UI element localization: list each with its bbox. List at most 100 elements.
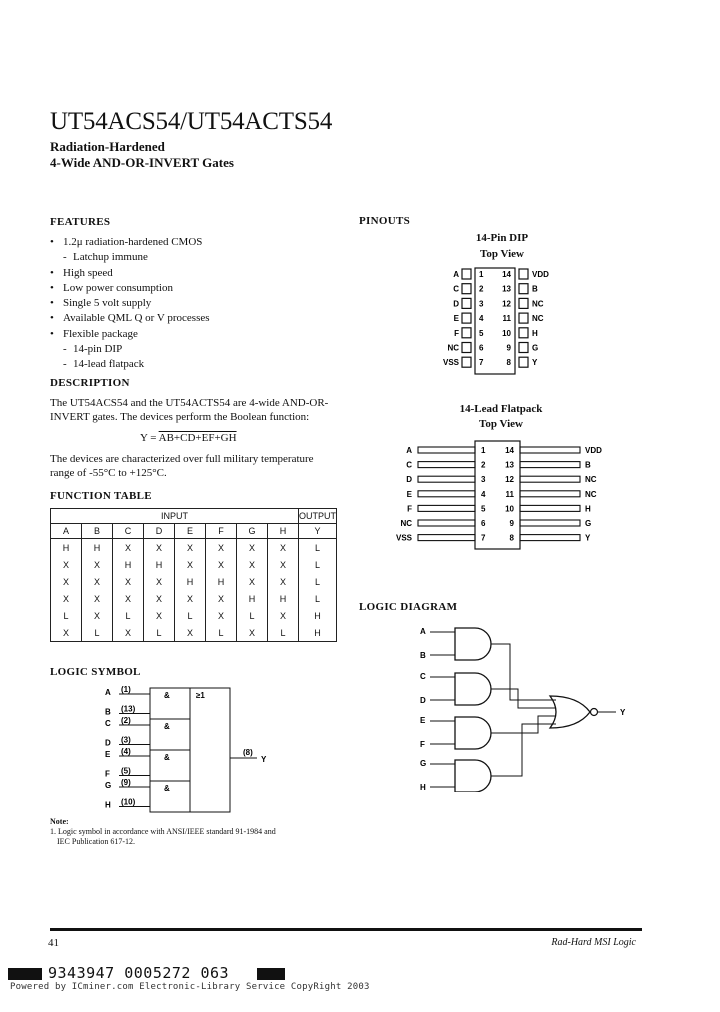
- flatpack-left-num: 5: [481, 504, 486, 513]
- column-header: A: [50, 523, 82, 539]
- dip-pin-left: [461, 283, 472, 295]
- input-name-label: H: [105, 801, 111, 810]
- flatpack-right-name: H: [585, 504, 591, 513]
- logic-symbol-diagram: A(1)B(13)C(2)D(3)E(4)F(5)G(9)H(10)&&&&≥1…: [105, 685, 267, 813]
- page-title: UT54ACS54/UT54ACTS54: [50, 108, 333, 135]
- dash-icon: -: [63, 358, 67, 371]
- flatpack-right-name: VDD: [585, 446, 602, 455]
- flatpack-right-num: 8: [510, 534, 515, 543]
- note-heading: Note:: [50, 817, 69, 826]
- table-cell: X: [81, 607, 113, 624]
- input-name-label: G: [105, 781, 111, 790]
- dip-left-num: 5: [479, 329, 484, 338]
- dip-pin-right: [518, 327, 529, 339]
- barcode-block-right: [257, 968, 285, 980]
- table-cell: H: [81, 538, 113, 556]
- input-name-label: E: [105, 750, 111, 759]
- diagram-input-name: G: [420, 759, 426, 768]
- dip-right-name: Y: [532, 358, 538, 367]
- table-cell: L: [298, 538, 337, 556]
- flatpack-left-num: 1: [481, 446, 486, 455]
- dip-pin-left: [461, 327, 472, 339]
- flatpack-lead-right: [519, 446, 581, 454]
- bullet-icon: •: [50, 236, 54, 248]
- dip-right-num: 10: [502, 329, 511, 338]
- and-gate: [454, 759, 492, 792]
- input-pin-label: (1): [121, 685, 131, 694]
- table-cell: X: [267, 607, 299, 624]
- feature-item: •Low power consumption: [50, 281, 340, 296]
- output-pin-label: (8): [243, 748, 253, 757]
- gate-interconnect: [491, 723, 556, 777]
- and-label: &: [164, 722, 170, 731]
- flatpack-right-name: NC: [585, 475, 597, 484]
- dash-icon: -: [63, 343, 67, 356]
- feature-item: •1.2μ radiation-hardened CMOS: [50, 235, 340, 250]
- barcode-text: 9343947 0005272 063: [48, 964, 230, 982]
- flatpack-title: 14-Lead Flatpack: [459, 403, 543, 415]
- table-cell: L: [205, 624, 237, 642]
- dip-pin-right: [518, 312, 529, 324]
- dip-left-num: 7: [479, 358, 484, 367]
- table-cell: X: [81, 573, 113, 590]
- flatpack-left-name: C: [406, 461, 412, 470]
- table-cell: X: [143, 590, 175, 607]
- dip-pin-right: [518, 356, 529, 368]
- footer-section-label: Rad-Hard MSI Logic: [551, 937, 636, 948]
- table-cell: X: [267, 573, 299, 590]
- table-cell: X: [112, 590, 144, 607]
- flatpack-lead-left: [417, 475, 476, 483]
- dip-body: [474, 267, 516, 375]
- footer-rule: [50, 928, 642, 931]
- diagram-input-name: H: [420, 783, 426, 792]
- table-cell: H: [298, 624, 337, 642]
- table-cell: X: [174, 624, 206, 642]
- and-label: &: [164, 691, 170, 700]
- input-pin-label: (9): [121, 778, 131, 787]
- flatpack-left-name: F: [407, 504, 412, 513]
- dip-right-name: B: [532, 285, 538, 294]
- dip-pin-right: [518, 297, 529, 310]
- and-cell: [149, 718, 191, 751]
- flatpack-right-name: B: [585, 461, 591, 470]
- gate-interconnect: [491, 643, 556, 701]
- column-header: B: [81, 523, 113, 539]
- subtitle-line-1: Radiation-Hardened: [50, 139, 165, 154]
- input-name-label: B: [105, 708, 111, 717]
- dip-right-num: 9: [507, 344, 512, 353]
- feature-item: -14-lead flatpack: [50, 357, 340, 372]
- flatpack-subtitle: Top View: [479, 418, 523, 430]
- flatpack-left-num: 7: [481, 534, 486, 543]
- dip-pin-left: [461, 312, 472, 324]
- flatpack-lead-left: [417, 490, 476, 498]
- table-cell: X: [81, 590, 113, 607]
- table-cell: X: [174, 556, 206, 573]
- flatpack-right-num: 13: [505, 461, 514, 470]
- table-cell: X: [50, 573, 82, 590]
- flatpack-left-num: 6: [481, 519, 486, 528]
- column-header: Y: [298, 523, 337, 539]
- table-cell: X: [236, 556, 268, 573]
- table-cell: X: [174, 538, 206, 556]
- dip-pin-right: [518, 341, 529, 354]
- input-name-label: F: [105, 770, 110, 779]
- table-cell: X: [236, 538, 268, 556]
- dip-pin-left: [461, 356, 472, 368]
- and-gate: [454, 672, 492, 706]
- and-cell: [149, 749, 191, 782]
- diagram-input-name: E: [420, 716, 426, 725]
- flatpack-left-num: 3: [481, 475, 486, 484]
- output-name-label: Y: [261, 755, 267, 764]
- table-cell: X: [205, 607, 237, 624]
- dip-subtitle: Top View: [480, 248, 524, 260]
- flatpack-right-num: 12: [505, 475, 514, 484]
- input-header: INPUT: [50, 508, 299, 524]
- table-cell: X: [143, 607, 175, 624]
- feature-item: •Flexible package: [50, 327, 340, 342]
- input-name-label: C: [105, 719, 111, 728]
